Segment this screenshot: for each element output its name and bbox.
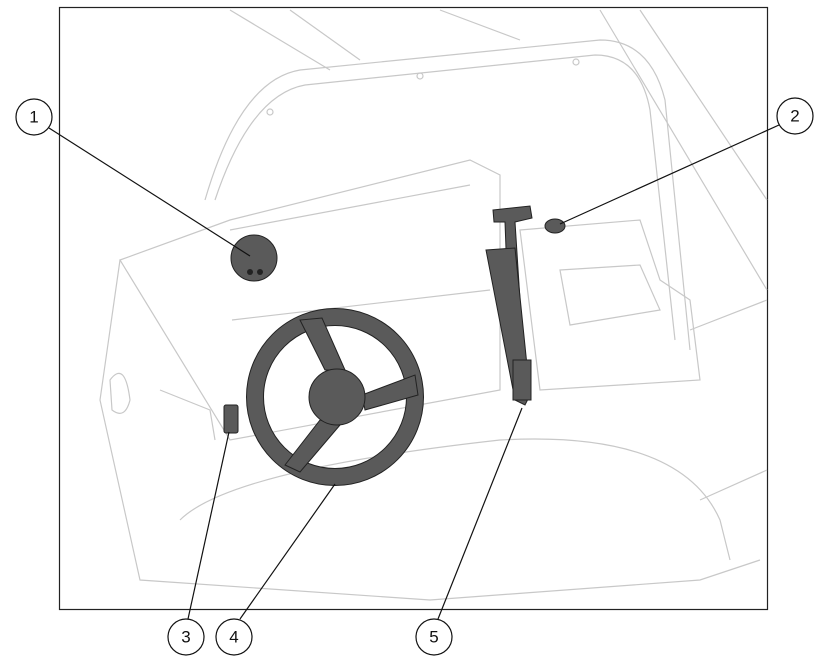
- callout-1: 1: [15, 98, 53, 136]
- callout-5: 5: [415, 618, 453, 656]
- callout-label: 5: [429, 628, 438, 647]
- switch-left: [223, 404, 239, 434]
- callout-4: 4: [215, 618, 253, 656]
- diagram-frame: [58, 6, 769, 611]
- callout-label: 3: [181, 628, 190, 647]
- callout-label: 1: [29, 108, 38, 127]
- leader-lines: [48, 124, 780, 620]
- callout-label: 2: [790, 107, 799, 126]
- callout-3: 3: [167, 618, 205, 656]
- callout-2: 2: [776, 97, 814, 135]
- callout-label: 4: [229, 628, 238, 647]
- throttle-lever: [485, 205, 533, 406]
- gauge: [230, 234, 278, 282]
- switch-right: [544, 218, 566, 234]
- boat-outline: [99, 9, 768, 601]
- steering-wheel: [246, 308, 424, 486]
